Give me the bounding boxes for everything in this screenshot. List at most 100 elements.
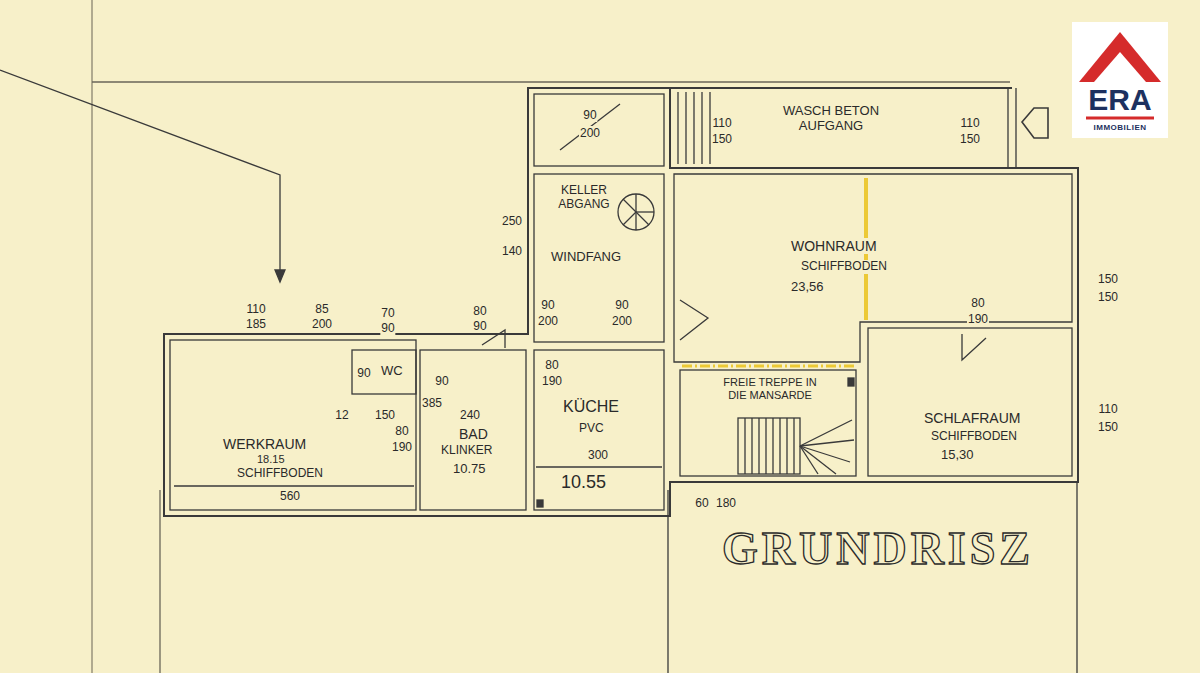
dimension-label: 150: [711, 132, 733, 146]
room-label: 23,56: [790, 280, 825, 295]
room-wall: [674, 174, 1072, 362]
dimension-label: 60: [694, 496, 709, 510]
room: SCHLAFRAUM SCHIFFBODEN 15,30: [870, 330, 1070, 474]
dimension-label: 150: [1097, 272, 1119, 286]
dimension-label: 190: [391, 440, 413, 454]
frame-line: [667, 490, 668, 673]
dimension-label: 80: [970, 296, 985, 310]
dimension-label: 85: [314, 302, 329, 316]
outer-wall: [670, 87, 1012, 89]
frame-line: [1076, 482, 1077, 673]
dimension-label: 240: [459, 408, 481, 422]
room-label: BAD: [458, 426, 489, 442]
dimension-label: 90: [582, 108, 597, 122]
dimension-label: 80: [472, 304, 487, 318]
room-label: WASCH BETON AUFGANG: [755, 104, 907, 134]
dimension-label: 385: [421, 396, 443, 410]
room-wall: [352, 350, 416, 394]
dimension-label: 90: [540, 298, 555, 312]
door-swing: [680, 300, 708, 340]
dimension-label: 140: [501, 244, 523, 258]
room: WOHNRAUM SCHIFFBODEN 23,56: [676, 176, 1070, 360]
room-label: SCHIFFBODEN: [800, 260, 888, 274]
dimension-label: 150: [1097, 420, 1119, 434]
room-label: 15,30: [940, 448, 975, 463]
door-swing: [560, 104, 620, 150]
dimension-label: 190: [541, 374, 563, 388]
outer-wall: [1015, 88, 1016, 168]
dimension-label: 90: [380, 321, 395, 335]
room-label: KELLER ABGANG: [552, 184, 616, 212]
room-wall: [170, 340, 416, 510]
room-label: FREIE TREPPE IN DIE MANSARDE: [719, 376, 821, 401]
dimension-label: 12: [334, 408, 349, 422]
floor-line: [174, 485, 414, 486]
paper-edge: [91, 0, 92, 673]
pipe-mark: [537, 500, 543, 507]
dimension-label: 110: [711, 116, 732, 130]
dimension-label: 90: [472, 319, 487, 333]
dimension-label: 90: [356, 366, 371, 380]
room-label: 10.75: [452, 462, 487, 477]
room: FREIE TREPPE IN DIE MANSARDE: [682, 372, 856, 474]
dimension-label: 300: [587, 448, 609, 462]
dimension-label: 110: [959, 116, 980, 130]
room-label: KÜCHE: [562, 398, 620, 416]
logo-text: IMMOBILIEN: [1093, 123, 1148, 133]
room-label: WOHNRAUM: [790, 238, 878, 254]
logo: [1072, 22, 1168, 138]
pointer-head: [275, 270, 285, 282]
dimension-label: 110: [245, 302, 266, 316]
room-label: SCHLAFRAUM: [923, 410, 1021, 426]
spiral-stair-steps: [623, 194, 654, 230]
dimension-label: 200: [537, 314, 559, 328]
room-wall: [534, 350, 664, 510]
dimension-label: 110: [1097, 402, 1118, 416]
room-label: 10.55: [560, 472, 607, 493]
dimension-label: 185: [245, 317, 267, 331]
room-label: 18.15: [256, 453, 286, 466]
dimension-label: 80: [394, 424, 409, 438]
outer-wall: [164, 88, 1078, 516]
frame-line: [159, 490, 160, 673]
room-wall: [680, 370, 856, 476]
dimension-label: 560: [279, 489, 301, 503]
dimension-label: 90: [614, 298, 629, 312]
room-label: WINDFANG: [550, 250, 622, 265]
marker-line: [682, 365, 856, 368]
room: WERKRAUM18.15SCHIFFBODEN: [172, 342, 414, 508]
dimension-label: 180: [715, 496, 737, 510]
pointer-line: [0, 70, 280, 272]
room-label: SCHIFFBODEN: [236, 467, 324, 481]
dimension-label: 200: [579, 126, 601, 140]
room-label: WC: [380, 364, 404, 379]
dimension-label: 200: [611, 314, 633, 328]
room-label: KLINKER: [440, 444, 493, 458]
logo-text: ERA: [1087, 84, 1152, 116]
dimension-label: 150: [1097, 290, 1119, 304]
entry-arrow: [1022, 108, 1048, 138]
outer-wall: [1007, 88, 1008, 168]
dimension-label: 70: [380, 306, 395, 320]
room-wall: [868, 328, 1072, 476]
dimension-label: 250: [501, 214, 523, 228]
plan-title: GRUNDRISZ: [722, 522, 1034, 575]
room: WASCH BETON AUFGANG: [740, 96, 920, 148]
dimension-label: 200: [311, 317, 333, 331]
dimension-label: 90: [434, 374, 449, 388]
room-label: PVC: [578, 422, 605, 436]
door-swing: [962, 334, 986, 360]
spiral-stair: [618, 194, 654, 230]
room-label: WERKRAUM: [222, 436, 307, 452]
room-wall: [420, 350, 526, 510]
entry-stairs: [678, 92, 710, 164]
room-label: SCHIFFBODEN: [930, 430, 1018, 444]
dimension-label: 190: [967, 312, 989, 326]
paper-edge: [92, 81, 1010, 82]
room-wall: [534, 174, 664, 342]
room-wall: [534, 94, 664, 166]
floor-line: [536, 466, 662, 467]
dimension-label: 150: [374, 408, 396, 422]
dimension-label: 80: [544, 358, 559, 372]
